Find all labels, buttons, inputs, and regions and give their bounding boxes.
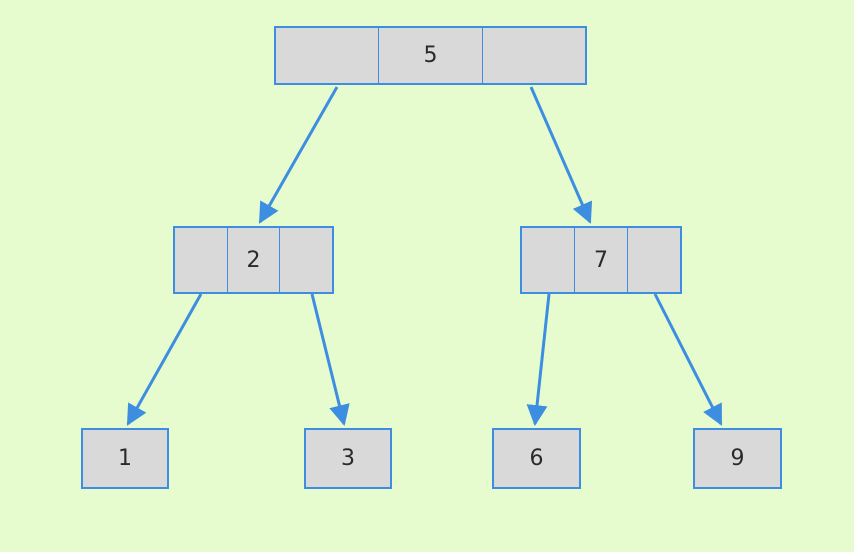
node-7-value: 7 — [574, 228, 627, 292]
node-3-value: 3 — [341, 446, 355, 471]
edge-2-to-1 — [126, 293, 203, 426]
node-5: 5 — [274, 26, 587, 85]
node-2-left-pointer — [175, 228, 227, 292]
edge-7-to-9 — [653, 293, 723, 426]
node-1-value: 1 — [118, 446, 132, 471]
node-3: 3 — [304, 428, 392, 489]
node-5-right-pointer — [481, 28, 585, 83]
node-7-left-pointer — [522, 228, 574, 292]
node-9-value: 9 — [730, 446, 745, 471]
node-6-value: 6 — [529, 446, 544, 471]
edge-7-to-6 — [526, 293, 551, 427]
node-9: 9 — [693, 428, 782, 489]
node-1: 1 — [81, 428, 169, 489]
node-2-right-pointer — [279, 228, 332, 292]
node-5-left-pointer — [276, 28, 378, 83]
edge-5-to-2 — [258, 86, 339, 224]
node-2-value: 2 — [227, 228, 279, 292]
edge-2-to-3 — [310, 293, 350, 427]
node-7: 7 — [520, 226, 682, 294]
node-7-right-pointer — [627, 228, 680, 292]
node-2: 2 — [173, 226, 334, 294]
edge-5-to-7 — [529, 86, 593, 224]
node-5-value: 5 — [378, 28, 481, 83]
node-6: 6 — [492, 428, 581, 489]
